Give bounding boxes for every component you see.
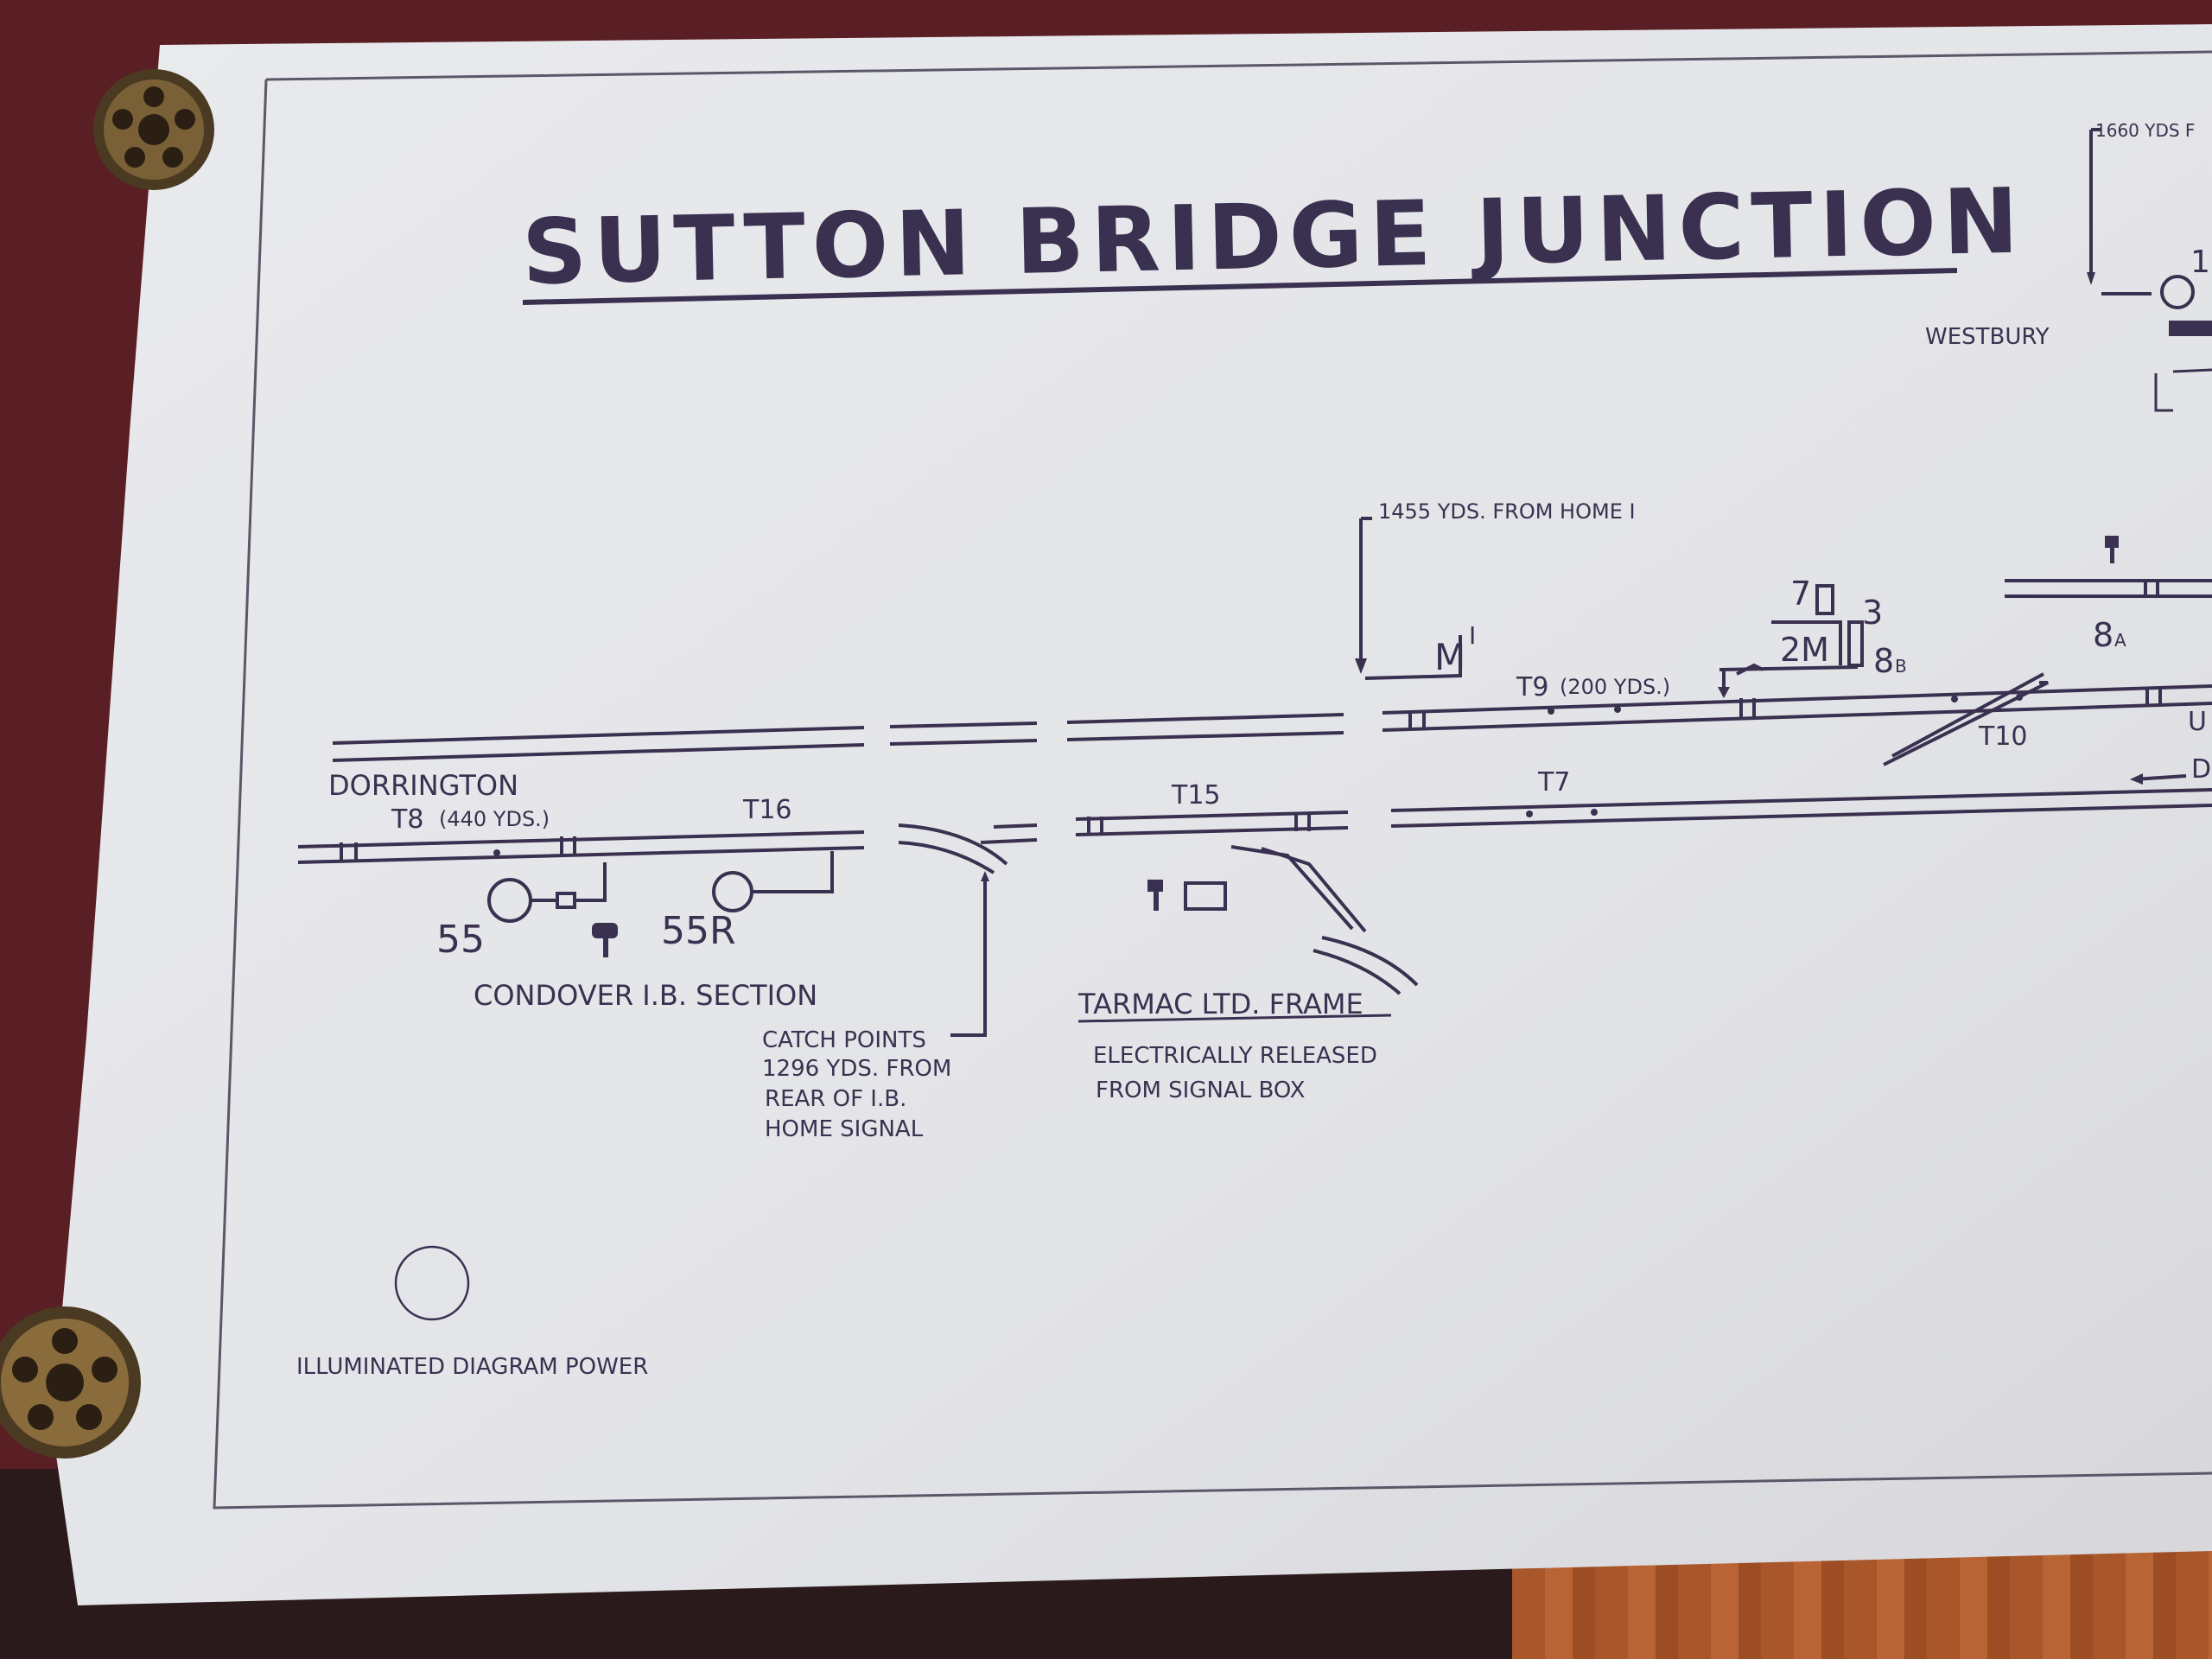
ground-signal-icon [592, 536, 2119, 957]
label-t15: T15 [1171, 780, 1221, 810]
label-signal-3: 3 [1862, 594, 1883, 632]
label-signal-8b: 8 [1873, 642, 1894, 680]
label-dorrington: DORRINGTON [328, 769, 518, 802]
label-westbury: WESTBURY [1925, 324, 2050, 350]
brass-clip-bottom-icon [0, 1306, 141, 1459]
label-signal-7: 7 [1790, 575, 1811, 613]
label-tarmac-frame: TARMAC LTD. FRAME [1077, 988, 1363, 1020]
label-t8-length: (440 YDS.) [439, 807, 550, 831]
title-underline [522, 268, 1958, 305]
label-condover-section: CONDOVER I.B. SECTION [474, 979, 817, 1012]
track-dots [493, 694, 2023, 856]
label-catch-points-4: HOME SIGNAL [765, 1116, 924, 1142]
label-signal-2m: 2M [1780, 631, 1829, 669]
label-from-signal-box: FROM SIGNAL BOX [1096, 1077, 1305, 1103]
label-1455-yds: 1455 YDS. FROM HOME I [1378, 499, 1636, 524]
track-lines [297, 128, 2212, 1321]
label-t16: T16 [742, 795, 792, 825]
label-illuminated-power: ILLUMINATED DIAGRAM POWER [296, 1354, 648, 1380]
label-signal-8b-sub: B [1895, 656, 1907, 677]
diagram-border [213, 50, 2212, 1510]
label-signal-8a-sub: A [2114, 630, 2126, 651]
label-edge-10: 10 [2190, 245, 2212, 280]
label-signal-55: 55 [436, 918, 485, 962]
label-catch-points-2: 1296 YDS. FROM [762, 1056, 951, 1082]
label-signal-55r: 55R [661, 909, 736, 953]
tarmac-underline [1077, 1014, 1392, 1023]
label-catch-points-1: CATCH POINTS [762, 1027, 926, 1053]
label-catch-points-3: REAR OF I.B. [765, 1086, 906, 1112]
label-t8: T8 [391, 804, 423, 835]
label-edge-u: U [2188, 707, 2207, 737]
label-home-m1-sup: I [1469, 621, 1476, 650]
label-home-m1: M [1434, 636, 1465, 678]
label-1660-yds: 1660 YDS F [2095, 120, 2195, 141]
arrowheads [981, 272, 2195, 881]
brass-clip-top-icon [93, 69, 214, 190]
label-t9: T9 [1516, 672, 1548, 702]
label-t7: T7 [1537, 767, 1570, 798]
label-edge-d: D [2191, 754, 2211, 785]
label-t9-length: (200 YDS.) [1560, 675, 1670, 699]
label-t10: T10 [1978, 721, 2028, 752]
label-signal-8a: 8 [2093, 616, 2113, 654]
paper-sheet [52, 24, 2212, 1605]
label-electrically-released: ELECTRICALLY RELEASED [1093, 1043, 1377, 1069]
